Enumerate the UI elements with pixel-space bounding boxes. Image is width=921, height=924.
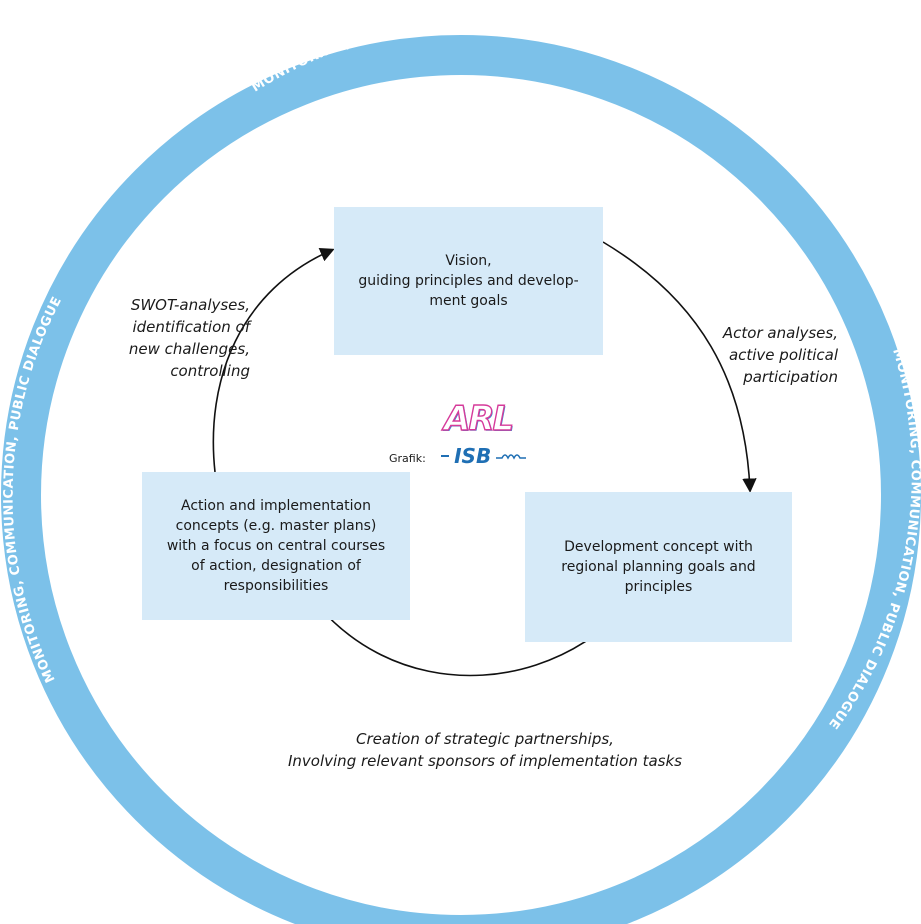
development-concept-text: Development concept with regional planni… <box>561 539 756 595</box>
arrow-vision-to-development <box>602 241 757 493</box>
vision-box: Vision, guiding principles and develop- … <box>334 207 603 355</box>
isb-wave-icon <box>496 454 527 460</box>
action-concepts-text: Action and implementation concepts (e.g.… <box>166 498 386 594</box>
arl-logo: ARL <box>443 399 515 439</box>
grafik-label: Grafik: <box>389 452 426 465</box>
partnerships-label: Creation of strategic partnerships, Invo… <box>287 730 682 770</box>
actor-analyses-label: Actor analyses, active political partici… <box>722 324 838 386</box>
vision-box-text: Vision, guiding principles and develop- … <box>358 253 579 309</box>
swot-label: SWOT-analyses, identification of new cha… <box>128 296 250 380</box>
isb-text: ISB <box>454 444 492 468</box>
isb-dash <box>441 455 449 457</box>
logo-block: ARL Grafik: ISB <box>389 399 530 480</box>
action-concepts-box: Action and implementation concepts (e.g.… <box>142 472 410 620</box>
outer-ring <box>1 35 921 924</box>
arrow-action-to-vision <box>212 247 335 473</box>
development-concept-box: Development concept with regional planni… <box>525 492 792 642</box>
isb-logo: ISB <box>441 444 527 468</box>
